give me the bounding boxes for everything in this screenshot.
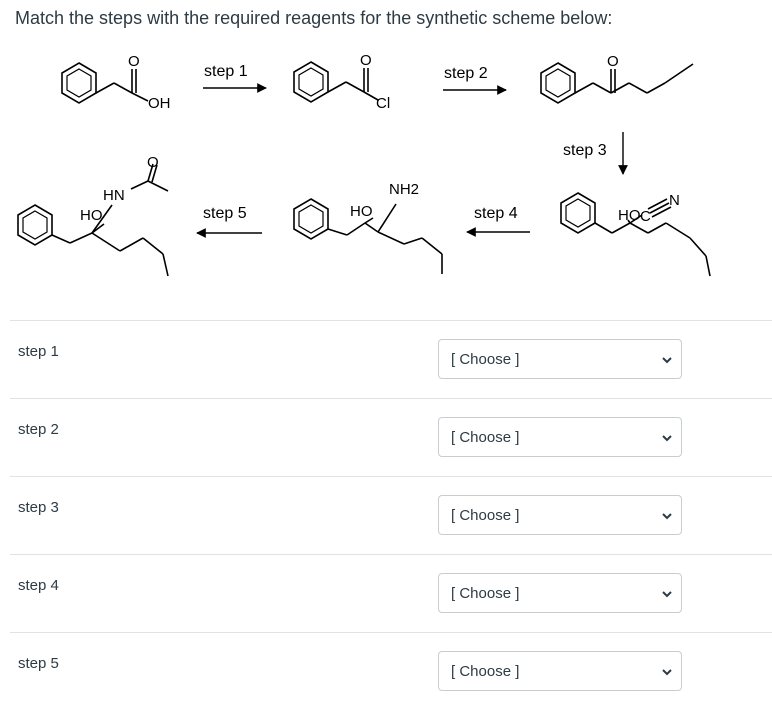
question-prompt: Match the steps with the required reagen… — [15, 8, 613, 28]
molecule-cyanohydrin — [560, 192, 711, 277]
match-row-step-1: step 1 [ Choose ] — [10, 320, 772, 398]
select-value: [ Choose ] — [451, 351, 520, 368]
match-row-step-4: step 4 [ Choose ] — [10, 554, 772, 632]
atom-o: O — [128, 53, 140, 70]
molecule-phenylacetic-acid — [61, 62, 149, 104]
atom-n: N — [669, 192, 680, 209]
atom-hn: HN — [103, 187, 125, 204]
atom-o: O — [147, 154, 159, 171]
chevron-down-icon — [662, 669, 672, 676]
step-5-label: step 5 — [203, 205, 247, 222]
row-label: step 1 — [18, 343, 59, 360]
step-4-select[interactable]: [ Choose ] — [438, 573, 682, 613]
atom-cl: Cl — [376, 95, 390, 112]
step-1-label: step 1 — [204, 63, 248, 80]
chevron-down-icon — [662, 591, 672, 598]
step-5-select[interactable]: [ Choose ] — [438, 651, 682, 691]
row-label: step 5 — [18, 655, 59, 672]
chevron-down-icon — [662, 357, 672, 364]
molecule-amide — [17, 163, 169, 277]
match-row-step-2: step 2 [ Choose ] — [10, 398, 772, 476]
atom-ho: HO — [80, 207, 103, 224]
chevron-down-icon — [662, 513, 672, 520]
matching-rows: step 1 [ Choose ] step 2 [ Choose ] step… — [10, 320, 772, 710]
step-1-select[interactable]: [ Choose ] — [438, 339, 682, 379]
select-value: [ Choose ] — [451, 663, 520, 680]
row-label: step 2 — [18, 421, 59, 438]
step-4-label: step 4 — [474, 205, 518, 222]
row-label: step 4 — [18, 577, 59, 594]
synthetic-scheme: O OH step 1 O Cl step 2 O step 3 — [17, 52, 711, 277]
atom-ho: HO — [350, 203, 373, 220]
match-row-step-5: step 5 [ Choose ] — [10, 632, 772, 710]
row-label: step 3 — [18, 499, 59, 516]
step-2-label: step 2 — [444, 65, 488, 82]
atom-oh: OH — [148, 95, 171, 112]
select-value: [ Choose ] — [451, 585, 520, 602]
step-3-label: step 3 — [563, 142, 607, 159]
select-value: [ Choose ] — [451, 429, 520, 446]
molecule-amino-alcohol — [293, 198, 443, 274]
atom-c: C — [640, 208, 651, 225]
atom-nh2: NH2 — [389, 181, 419, 198]
molecule-ketone — [540, 62, 694, 104]
match-row-step-3: step 3 [ Choose ] — [10, 476, 772, 554]
chevron-down-icon — [662, 435, 672, 442]
select-value: [ Choose ] — [451, 507, 520, 524]
step-3-select[interactable]: [ Choose ] — [438, 495, 682, 535]
atom-o: O — [360, 52, 372, 69]
atom-o: O — [607, 53, 619, 70]
molecule-phenylacetyl-chloride — [293, 61, 379, 103]
step-2-select[interactable]: [ Choose ] — [438, 417, 682, 457]
atom-ho: HO — [618, 207, 641, 224]
